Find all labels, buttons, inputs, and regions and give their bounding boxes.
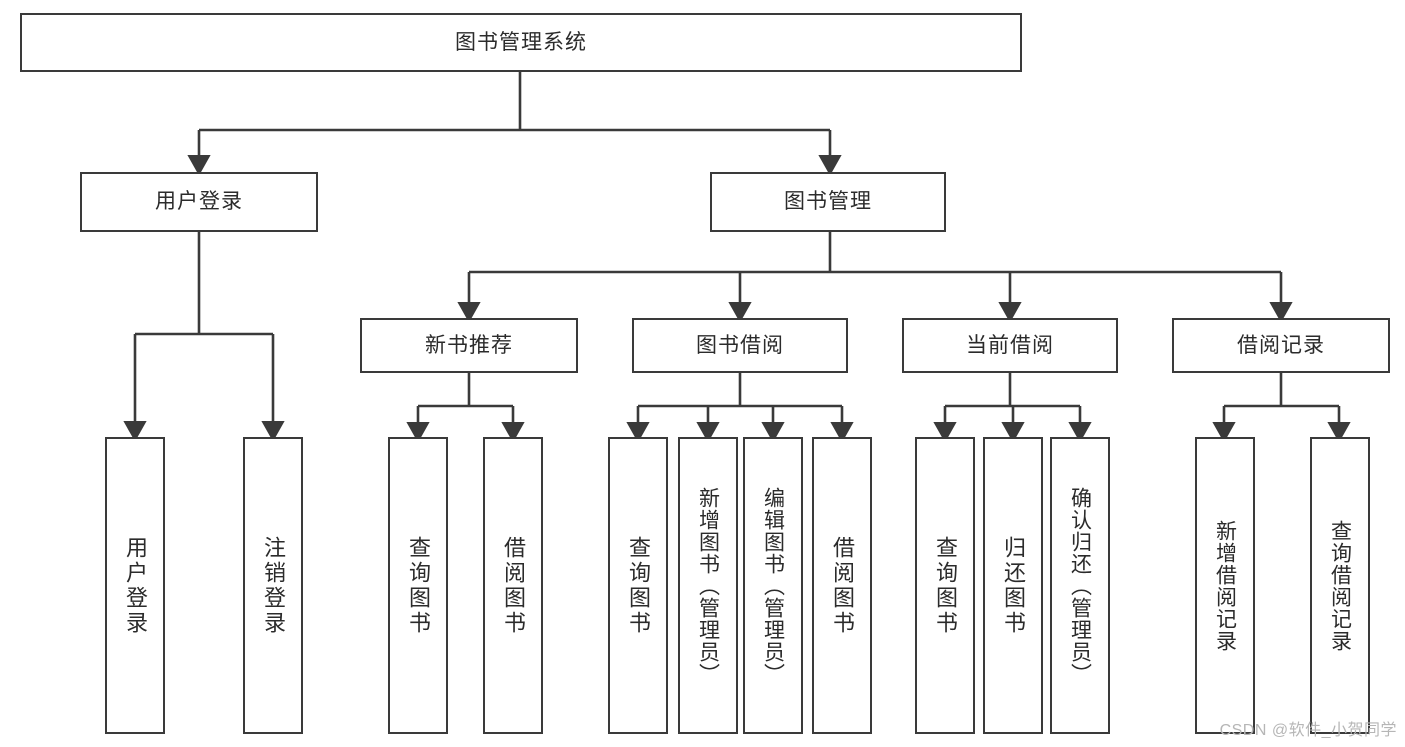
node-leaf-query-book-3-label: 查询图书 [933, 535, 958, 636]
node-current-borrow[interactable]: 当前借阅 [902, 318, 1118, 373]
node-leaf-user-login[interactable]: 用户登录 [105, 437, 165, 734]
node-leaf-query-book-3[interactable]: 查询图书 [915, 437, 975, 734]
node-leaf-add-book[interactable]: 新增图书（管理员） [678, 437, 738, 734]
node-leaf-edit-book[interactable]: 编辑图书（管理员） [743, 437, 803, 734]
node-leaf-borrow-book-2[interactable]: 借阅图书 [812, 437, 872, 734]
node-leaf-borrow-book-1[interactable]: 借阅图书 [483, 437, 543, 734]
node-new-book-rec-label: 新书推荐 [425, 333, 513, 357]
node-leaf-borrow-book-1-label: 借阅图书 [501, 535, 526, 636]
node-leaf-query-book-1-label: 查询图书 [406, 535, 431, 636]
node-book-manage[interactable]: 图书管理 [710, 172, 946, 232]
node-leaf-confirm-return-label: 确认归还（管理员） [1068, 486, 1092, 685]
node-leaf-edit-book-label: 编辑图书（管理员） [761, 486, 785, 685]
node-current-borrow-label: 当前借阅 [966, 333, 1054, 357]
node-borrow-record[interactable]: 借阅记录 [1172, 318, 1390, 373]
node-borrow-record-label: 借阅记录 [1237, 333, 1325, 357]
node-root-label: 图书管理系统 [455, 30, 587, 54]
node-root[interactable]: 图书管理系统 [20, 13, 1022, 72]
node-leaf-query-record[interactable]: 查询借阅记录 [1310, 437, 1370, 734]
node-leaf-add-book-label: 新增图书（管理员） [696, 486, 720, 685]
node-leaf-add-record[interactable]: 新增借阅记录 [1195, 437, 1255, 734]
node-leaf-query-book-2[interactable]: 查询图书 [608, 437, 668, 734]
node-leaf-user-logout-label: 注销登录 [261, 535, 286, 636]
node-book-borrow-label: 图书借阅 [696, 333, 784, 357]
node-leaf-query-book-1[interactable]: 查询图书 [388, 437, 448, 734]
node-leaf-query-book-2-label: 查询图书 [626, 535, 651, 636]
node-leaf-return-book[interactable]: 归还图书 [983, 437, 1043, 734]
node-user-login-label: 用户登录 [155, 190, 243, 214]
node-leaf-user-login-label: 用户登录 [123, 535, 148, 636]
node-leaf-user-logout[interactable]: 注销登录 [243, 437, 303, 734]
node-leaf-add-record-label: 新增借阅记录 [1213, 519, 1237, 652]
node-user-login[interactable]: 用户登录 [80, 172, 318, 232]
node-leaf-borrow-book-2-label: 借阅图书 [830, 535, 855, 636]
node-leaf-confirm-return[interactable]: 确认归还（管理员） [1050, 437, 1110, 734]
node-leaf-query-record-label: 查询借阅记录 [1328, 519, 1352, 652]
node-book-borrow[interactable]: 图书借阅 [632, 318, 848, 373]
node-new-book-rec[interactable]: 新书推荐 [360, 318, 578, 373]
node-leaf-return-book-label: 归还图书 [1001, 535, 1026, 636]
node-book-manage-label: 图书管理 [784, 190, 872, 214]
